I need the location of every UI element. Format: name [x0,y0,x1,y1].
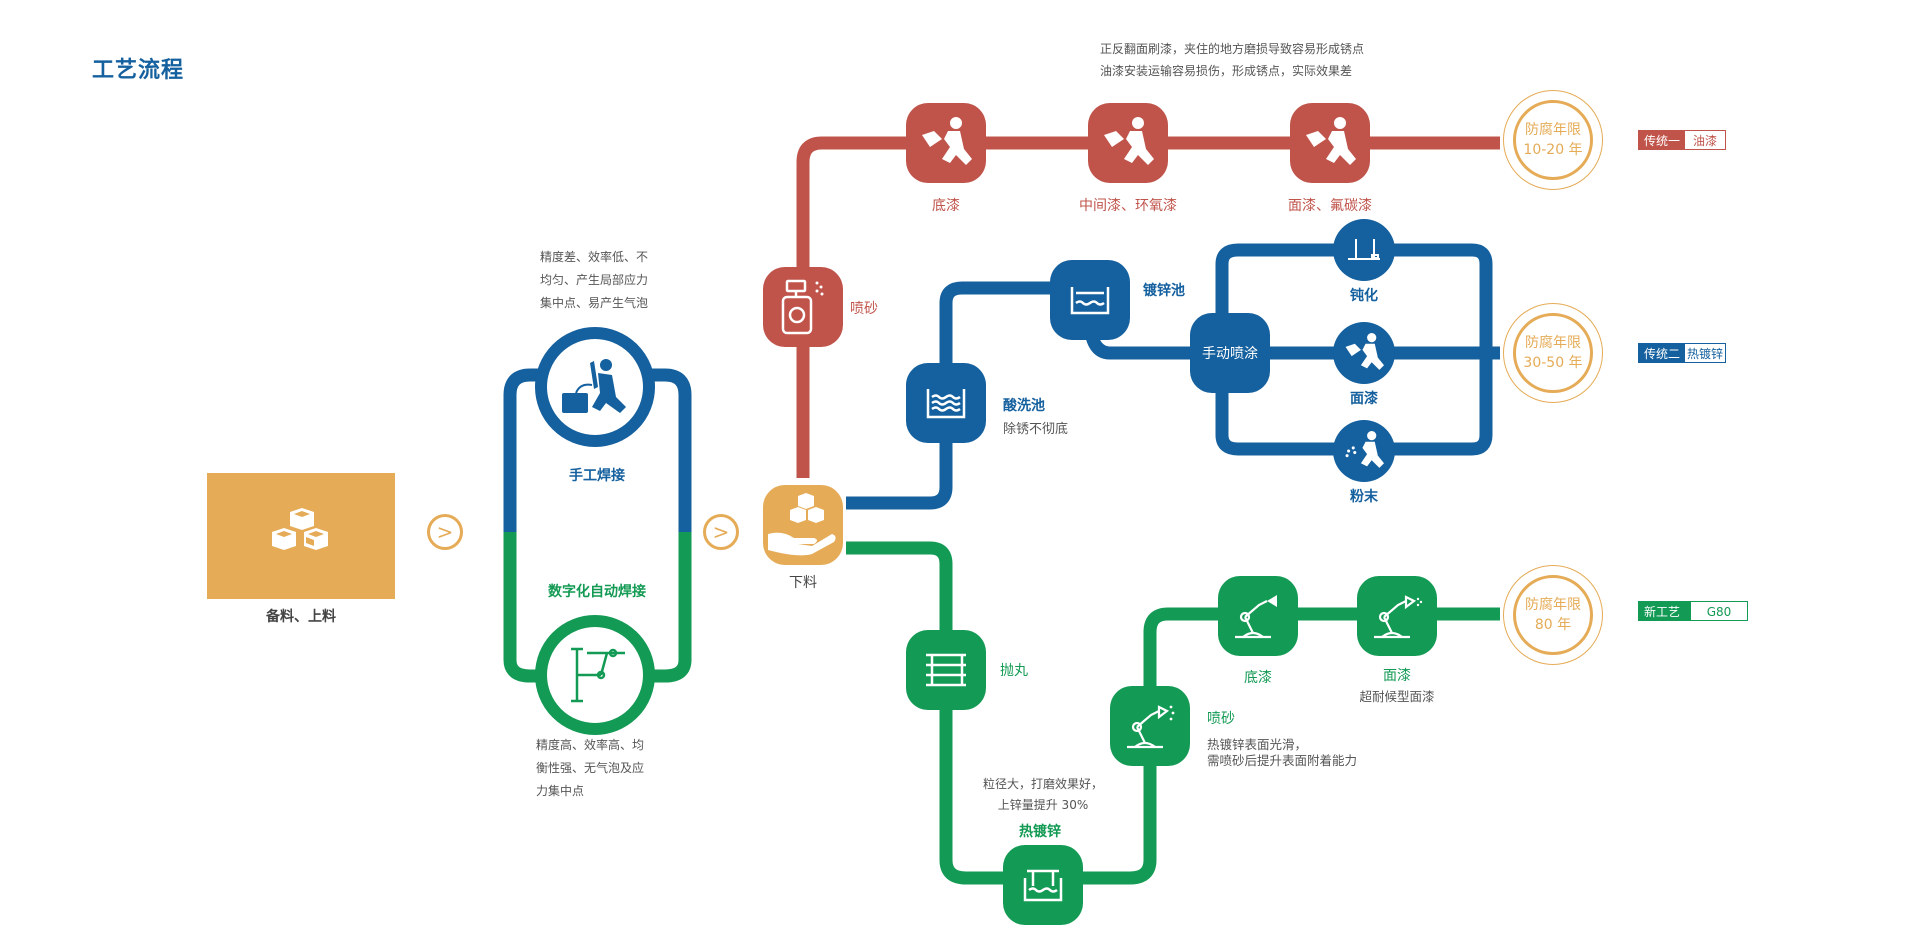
acid-tank-icon [926,389,966,419]
painter-icon [922,117,972,165]
red-result-badge: 防腐年限 10-20 年 [1503,90,1603,190]
auto-welding-node [535,615,655,735]
start-label: 备料、上料 [266,609,336,625]
green-step-primer-label: 底漆 [1244,670,1272,686]
result-title: 防腐年限 [1525,122,1581,138]
note-line: 热镀锌表面光滑， [1207,737,1308,752]
next-arrow-icon[interactable]: > [427,514,463,550]
note-line: 正反翻面刷漆，夹住的地方磨损导致容易形成锈点 [1100,42,1365,56]
painter-icon [1306,117,1356,165]
green-route-tag: 新工艺 G80 [1638,601,1748,621]
cutting-node [763,485,843,565]
auto-welding-label: 数字化自动焊接 [548,584,646,600]
blue-step-zinc-label: 镀锌池 [1143,283,1185,299]
note-line: 精度差、效率低、不 [540,250,649,264]
note-line: 油漆安装运输容易损伤，形成锈点，实际效果差 [1100,64,1353,78]
green-step-sandblast-label: 喷砂 [1207,711,1235,727]
robot-welder-icon [571,647,625,703]
note-line: 集中点、易产生气泡 [540,296,649,310]
blue-step-manual-spray: 手动喷涂 [1190,313,1270,393]
cutting-label: 下料 [789,575,817,591]
green-step-shotblast-label: 抛丸 [1000,663,1028,679]
tag-value: 油漆 [1685,131,1726,149]
hand-cubes-icon [768,493,836,556]
red-step-sandblast-label: 喷砂 [850,301,878,317]
result-title: 防腐年限 [1525,335,1581,351]
red-step-topcoat-label: 面漆、氟碳漆 [1288,198,1372,214]
manual-spray-label: 手动喷涂 [1202,346,1258,362]
start-box [207,473,395,599]
green-topcoat-note: 超耐候型面漆 [1359,689,1435,704]
red-route-note: 正反翻面刷漆，夹住的地方磨损导致容易形成锈点 油漆安装运输容易损伤，形成锈点，实… [1100,38,1364,82]
green-sandblast-note: 热镀锌表面光滑， 需喷砂后提升表面附着能力 [1207,737,1357,769]
note-line: 粒径大，打磨效果好， [982,777,1104,791]
blue-branch-passivation-label: 钝化 [1350,288,1378,304]
note-line: 精度高、效率高、均 [536,738,645,752]
green-zinc-note: 粒径大，打磨效果好， 上锌量提升 30% [983,774,1103,816]
pipe-red [796,136,1500,478]
note-line: 均匀、产生局部应力 [540,273,649,287]
robot-spray-icon [1374,595,1423,639]
painter-icon [1345,333,1384,370]
green-step-sandblast [1110,686,1190,766]
tag-key: 新工艺 [1639,602,1691,620]
painter-icon [1104,117,1154,165]
green-step-zinc-label: 热镀锌 [1019,824,1061,840]
blue-branch-passivation [1333,219,1395,281]
shot-blast-icon [926,653,966,687]
tag-key: 传统二 [1639,344,1686,362]
robot-spray-icon [1235,595,1277,639]
blue-result-badge: 防腐年限 30-50 年 [1503,303,1603,403]
tag-value: 热镀锌 [1685,344,1726,362]
sandblast-icon [781,279,824,335]
welding-loop-green [503,532,692,683]
blue-branch-topcoat [1333,322,1395,384]
red-step-primer [906,103,986,183]
result-years: 10-20 年 [1523,142,1583,158]
red-step-sandblast [763,267,843,347]
powder-spray-icon [1345,431,1384,468]
result-years: 80 年 [1534,617,1572,633]
passivation-icon [1348,239,1380,260]
red-step-intermediate [1088,103,1168,183]
blue-route-tag: 传统二 热镀锌 [1638,343,1727,363]
manual-welding-label: 手工焊接 [569,468,625,484]
green-step-primer [1218,576,1298,656]
manual-welding-node [535,327,655,447]
green-step-topcoat-label: 面漆 [1383,668,1411,684]
green-step-topcoat [1357,576,1437,656]
auto-welding-note: 精度高、效率高、均 衡性强、无气泡及应 力集中点 [536,734,644,803]
next-arrow-icon[interactable]: > [703,514,739,550]
blue-branch-topcoat-label: 面漆 [1350,391,1378,407]
red-step-primer-label: 底漆 [932,198,960,214]
red-route-tag: 传统一 油漆 [1638,130,1727,150]
red-step-topcoat [1290,103,1370,183]
blue-step-zinc [1050,260,1130,340]
zinc-tank-icon [1070,287,1110,315]
result-title: 防腐年限 [1525,597,1581,613]
blue-step-acid-note: 除锈不彻底 [1003,422,1069,437]
tag-value: G80 [1691,602,1747,620]
blue-step-acid-label: 酸洗池 [1003,398,1045,414]
manual-welding-note: 精度差、效率低、不 均匀、产生局部应力 集中点、易产生气泡 [540,246,648,315]
note-line: 衡性强、无气泡及应 [536,761,645,775]
zinc-tank-icon [1023,869,1063,902]
note-line: 力集中点 [536,784,585,798]
green-result-badge: 防腐年限 80 年 [1503,565,1603,665]
green-step-zinc [1003,845,1083,925]
blue-branch-powder [1333,420,1395,482]
robot-spray-icon [1127,705,1175,749]
green-step-shotblast [906,630,986,710]
cubes-icon [272,508,328,550]
red-step-intermediate-label: 中间漆、环氧漆 [1079,198,1177,214]
note-line: 需喷砂后提升表面附着能力 [1207,753,1358,768]
tag-key: 传统一 [1639,131,1686,149]
result-years: 30-50 年 [1523,355,1583,371]
welder-icon [562,359,626,413]
blue-step-acid [906,363,986,443]
note-line: 上锌量提升 30% [997,798,1089,812]
blue-branch-powder-label: 粉末 [1350,489,1378,505]
page-title: 工艺流程 [92,58,185,83]
welding-loop-blue [503,368,692,532]
